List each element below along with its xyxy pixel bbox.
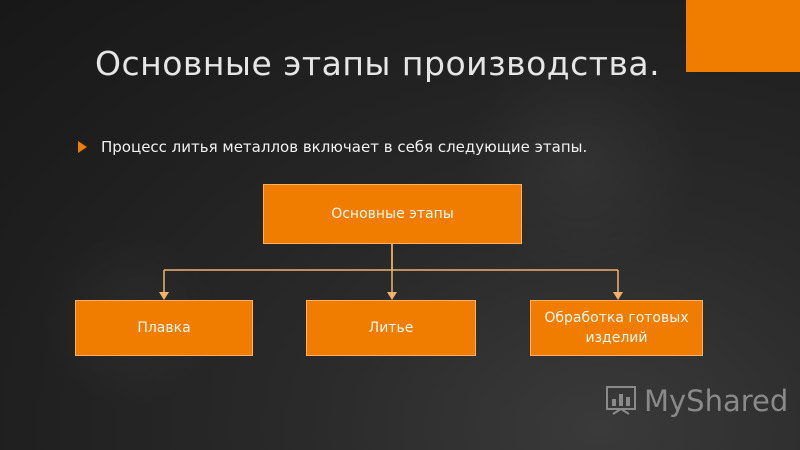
slide-title: Основные этапы производства. [95,44,661,83]
bullet-arrow-icon [78,141,87,153]
connector-arrowhead [387,292,397,300]
watermark-logo: MyShared [604,383,788,419]
diagram-root-node: Основные этапы [263,184,522,244]
diagram-node-finishing: Обработка готовых изделий [530,300,703,356]
watermark-text: MyShared [644,384,789,418]
bullet-item: Процесс литья металлов включает в себя с… [78,138,587,156]
bullet-text: Процесс литья металлов включает в себя с… [101,138,588,156]
diagram-node-casting: Литье [306,300,476,356]
presentation-chart-icon [606,386,636,415]
connector-arrowhead [159,292,169,300]
diagram-node-melting: Плавка [75,300,253,356]
accent-bar [686,0,800,72]
connector-arrowhead [613,292,623,300]
